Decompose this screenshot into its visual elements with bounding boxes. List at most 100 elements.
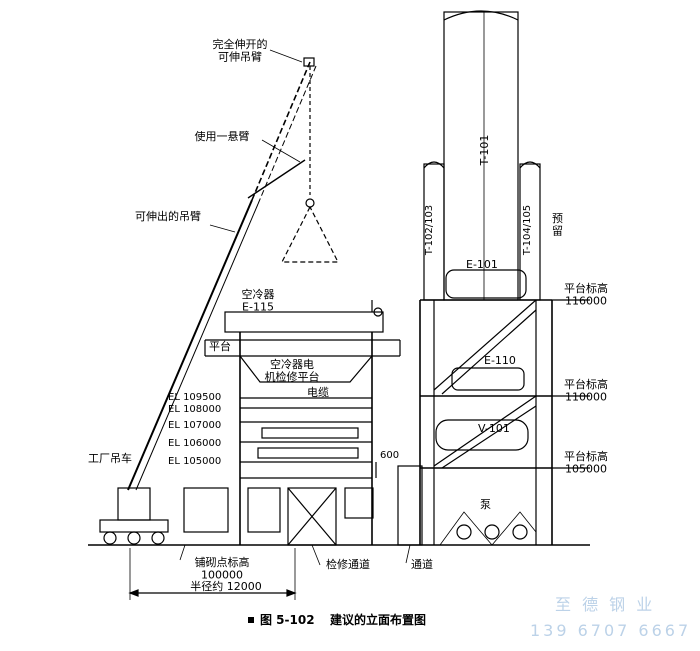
stair	[441, 309, 537, 395]
label-line: T-104/105	[522, 205, 533, 256]
extended-boom-dashed-inner	[257, 65, 317, 205]
label-factory-crane: 工厂吊车	[88, 451, 132, 465]
jib-arm	[247, 159, 306, 199]
pump	[484, 524, 500, 540]
label-t101: T-101	[478, 135, 491, 167]
label-line: 完全伸开的	[213, 37, 268, 51]
pipe-rack	[257, 447, 359, 459]
label-line: 铺砌点标高	[195, 555, 250, 569]
hook	[305, 198, 315, 208]
label-dim-600: 600	[380, 450, 399, 461]
pump-piping	[439, 511, 537, 546]
label-use-jib: 使用一悬臂	[195, 130, 250, 143]
figure-caption: 图 5-102 建议的立面布置图	[248, 612, 426, 627]
leader	[261, 139, 301, 163]
stair	[441, 405, 537, 469]
exchanger-e110	[451, 367, 525, 391]
label-line: T-102/103	[424, 205, 435, 256]
label-line: 工厂吊车	[88, 451, 132, 465]
label-line: 预	[552, 212, 563, 225]
drawing-lines	[88, 10, 590, 600]
label-line: EL 105000	[168, 456, 221, 467]
caption-number: 图 5-102	[260, 613, 315, 627]
label-line: 116000	[565, 295, 607, 308]
label-passage: 通道	[411, 557, 433, 571]
label-line: 平台标高	[564, 281, 608, 295]
column-structure	[419, 10, 590, 546]
label-line: 平台	[209, 339, 231, 353]
column-top	[443, 10, 519, 21]
vessel-v101	[435, 419, 529, 451]
label-cooler-motor-platform: 空冷器电机检修平台	[265, 357, 320, 384]
crane-wheel	[127, 531, 141, 545]
label-t104-105: T-104/105	[522, 205, 533, 256]
crane-boom	[127, 199, 253, 491]
valve	[373, 307, 383, 317]
label-pump: 泵	[480, 498, 491, 511]
label-extended-boom: 完全伸开的可伸吊臂	[213, 37, 268, 64]
crane-wheel	[151, 531, 165, 545]
label-line: 留	[552, 225, 563, 238]
label-e101: E-101	[466, 258, 498, 271]
cooler-plenum	[239, 355, 373, 383]
label-line: 空冷器	[242, 287, 275, 301]
exchanger-bundle	[183, 487, 229, 533]
watermark: 至 德 钢 业 139 6707 6667	[530, 595, 688, 640]
label-line: 可伸吊臂	[218, 51, 262, 64]
label-line: 空冷器电	[270, 357, 314, 371]
exchanger-e101	[445, 269, 527, 299]
dim-arrow	[128, 589, 139, 597]
label-cable: 电缆	[307, 386, 329, 399]
label-line: 使用一悬臂	[195, 130, 250, 143]
label-e110: E-110	[484, 354, 516, 367]
label-line: 600	[380, 450, 399, 461]
air-cooler-structure	[183, 300, 423, 546]
label-el-107000: EL 107000	[168, 420, 221, 431]
crane	[99, 57, 339, 545]
label-line: T-101	[478, 135, 491, 167]
label-line: E-115	[242, 301, 274, 314]
label-line: 机检修平台	[265, 370, 320, 384]
column-top	[423, 161, 445, 169]
label-platform: 平台	[209, 339, 231, 353]
label-extendable-boom: 可伸出的吊臂	[135, 209, 201, 223]
label-line: 105000	[565, 463, 607, 476]
label-line: 通道	[411, 557, 433, 571]
label-line: EL 108000	[168, 404, 221, 415]
label-radius: 半径约 12000	[190, 579, 262, 593]
label-reserved: 预留	[552, 212, 563, 238]
leader	[405, 544, 411, 564]
label-t102-103: T-102/103	[424, 205, 435, 256]
label-line: EL 107000	[168, 420, 221, 431]
label-line: EL 106000	[168, 438, 221, 449]
stair	[433, 299, 537, 391]
air-cooler-e115	[224, 311, 384, 333]
boom-tip	[303, 57, 315, 67]
caption-bullet	[248, 617, 254, 623]
leader	[311, 544, 321, 566]
crane-base	[99, 519, 169, 533]
label-maintenance-passage: 检修通道	[326, 557, 370, 571]
label-line: EL 109500	[168, 392, 221, 403]
label-el-109500: EL 109500	[168, 392, 221, 403]
watermark-company: 至 德 钢 业	[555, 595, 655, 614]
label-el-106000: EL 106000	[168, 438, 221, 449]
crane-wheel	[103, 531, 117, 545]
small-vessel	[397, 465, 423, 546]
equipment-box-cross	[287, 487, 337, 546]
load-sling	[281, 206, 339, 263]
label-v101: V-101	[478, 422, 510, 435]
leader	[209, 224, 236, 233]
crane-cab	[117, 487, 151, 521]
label-line: 可伸出的吊臂	[135, 209, 201, 223]
leader	[269, 49, 303, 63]
label-line: 100000	[201, 569, 243, 582]
exchanger-bundle	[247, 487, 281, 533]
leader	[179, 544, 186, 561]
label-line: 平台标高	[564, 449, 608, 463]
